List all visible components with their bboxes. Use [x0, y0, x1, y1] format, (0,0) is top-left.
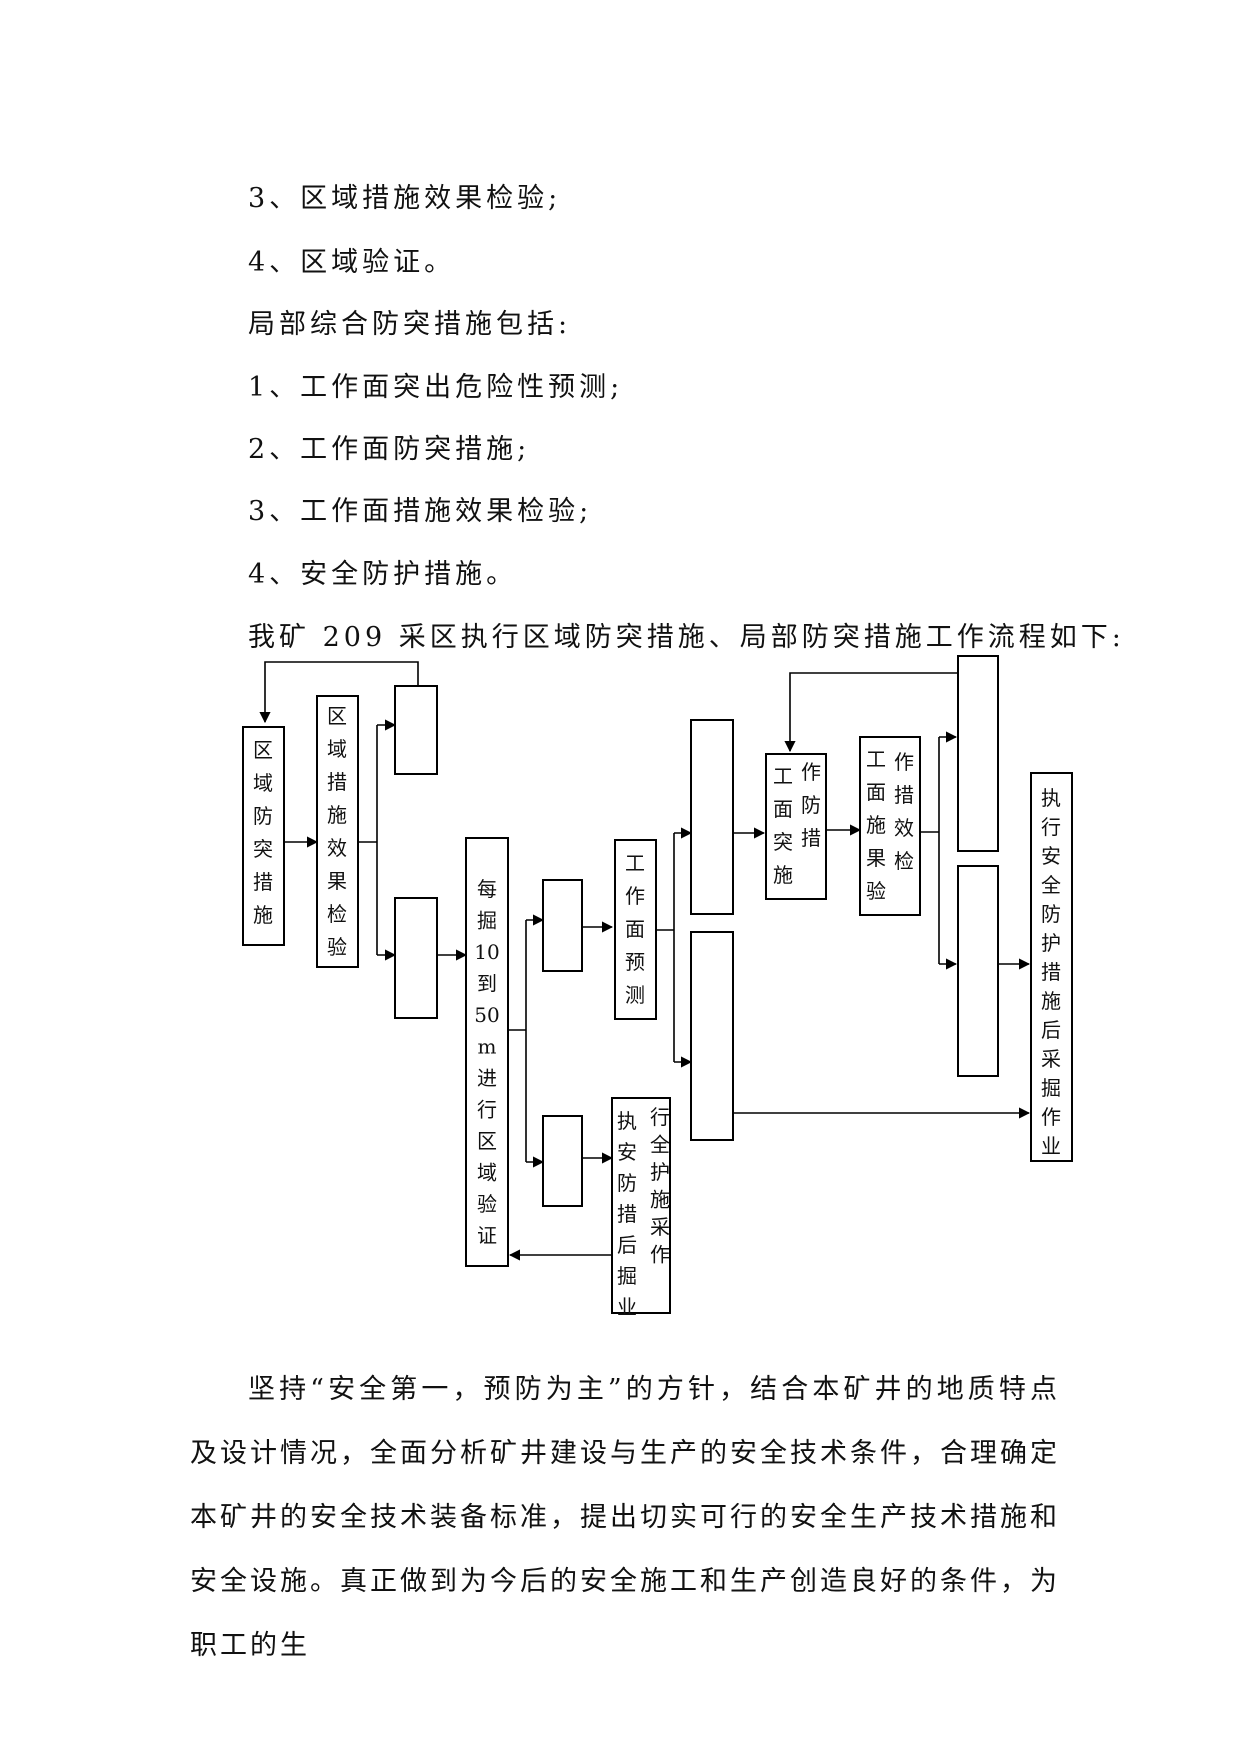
box-safety-then-mine-right [1030, 772, 1073, 1162]
label-safety-then-mine-left-col1: 执安防措后掘业 [617, 1109, 637, 1319]
list-line-3b: 3、工作面措施效果检验; [248, 496, 593, 527]
box-empty-b10 [690, 719, 734, 915]
box-empty-b6 [542, 879, 583, 972]
label-face-prediction: 工作面预测 [625, 851, 645, 1007]
list-line-4: 4、区域验证。 [248, 247, 456, 278]
label-regional-effect-check: 区域措施效果检验 [327, 704, 347, 959]
box-face-measures [765, 753, 827, 900]
list-line-3: 3、区域措施效果检验; [248, 183, 562, 214]
connector-b13-fork [920, 737, 940, 964]
box-regional-verification [465, 837, 509, 1267]
list-line-1: 1、工作面突出危险性预测; [248, 372, 624, 403]
box-face-prediction [614, 839, 657, 1020]
connector-b2-fork [358, 725, 378, 955]
box-empty-b7 [542, 1115, 583, 1207]
box-regional-effect-check [316, 695, 359, 968]
connector-feedback-top-right [784, 672, 958, 753]
box-empty-b15 [957, 865, 999, 1077]
connector-feedback-top-left [259, 661, 419, 724]
label-face-effect-check-col1: 工面施果验 [866, 747, 886, 903]
label-face-measures-col1: 工面突施 [773, 764, 793, 887]
label-safety-then-mine-right: 执行安全防护措施后采掘作业 [1041, 786, 1061, 1158]
label-face-measures-col2: 作防措 [801, 760, 821, 850]
list-line-2: 2、工作面防突措施; [248, 434, 531, 465]
label-face-effect-check-col2: 作措效检 [894, 750, 914, 873]
box-face-effect-check [859, 736, 921, 916]
section-heading: 局部综合防突措施包括: [248, 309, 572, 340]
label-safety-then-mine-left-col2: 行全护施采作 [650, 1105, 670, 1267]
flow-intro: 我矿 209 采区执行区域防突措施、局部防突措施工作流程如下: [248, 622, 1125, 653]
box-safety-then-mine-left [611, 1097, 671, 1314]
box-empty-b3 [394, 685, 438, 775]
connector-b5-fork [508, 920, 527, 1162]
box-empty-b14 [957, 655, 999, 852]
box-empty-b11 [690, 931, 734, 1141]
body-paragraph: 坚持“安全第一，预防为主”的方针，结合本矿井的地质特点及设计情况，全面分析矿井建… [190, 1374, 1060, 1661]
box-empty-b4 [394, 897, 438, 1019]
connector-b8-fork [656, 833, 675, 1062]
box-regional-measures [242, 726, 285, 946]
list-line-4b: 4、安全防护措施。 [248, 559, 518, 590]
label-regional-measures: 区域防突措施 [253, 738, 273, 927]
